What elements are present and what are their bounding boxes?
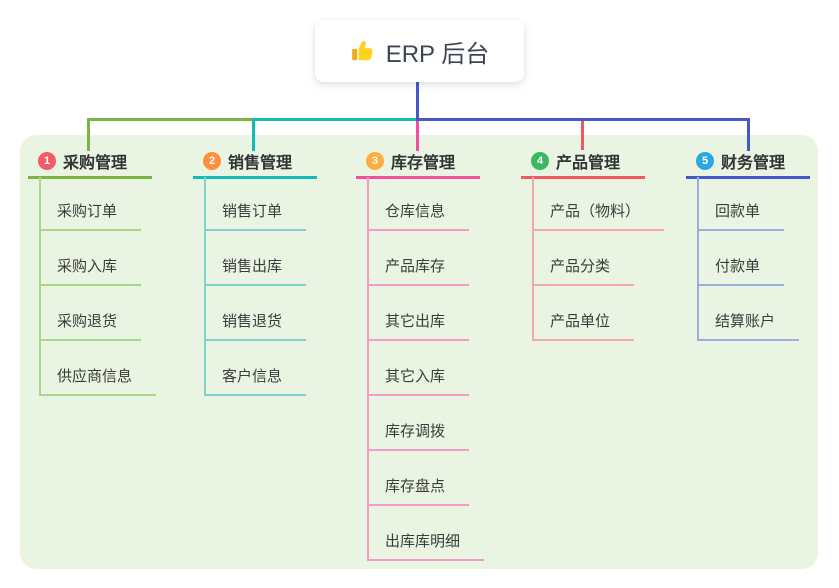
leaf-node[interactable]: 库存盘点 (367, 475, 470, 506)
root-title: ERP 后台 (385, 40, 490, 68)
leaf-node[interactable]: 其它入库 (367, 365, 470, 396)
root-node-erp[interactable]: ERP 后台 (315, 20, 524, 82)
branch-finance: 5 财务管理 回款单 付款单 结算账户 (686, 146, 810, 341)
leaf-node[interactable]: 仓库信息 (367, 200, 470, 231)
leaf-node[interactable]: 采购入库 (39, 255, 142, 286)
branches-panel (20, 135, 818, 569)
connector-drop-inventory (416, 120, 419, 151)
leaf-node[interactable]: 产品（物料） (532, 200, 665, 231)
badge-1: 1 (38, 152, 56, 170)
branch-node-purchase[interactable]: 1 采购管理 (28, 146, 152, 179)
branch-label: 财务管理 (721, 155, 786, 172)
branch-rail (697, 177, 699, 340)
connector-bus-blue (416, 118, 750, 121)
branch-node-product[interactable]: 4 产品管理 (521, 146, 645, 179)
connector-bus-teal (252, 118, 417, 121)
leaf-node[interactable]: 付款单 (697, 255, 785, 286)
leaf-node[interactable]: 销售出库 (204, 255, 307, 286)
leaf-node[interactable]: 其它出库 (367, 310, 470, 341)
branch-sales: 2 销售管理 销售订单 销售出库 销售退货 客户信息 (193, 146, 317, 396)
branch-rail (532, 177, 534, 340)
connector-drop-product (581, 120, 584, 150)
leaf-node[interactable]: 供应商信息 (39, 365, 157, 396)
badge-2: 2 (203, 152, 221, 170)
branch-label: 销售管理 (228, 155, 293, 172)
branch-node-inventory[interactable]: 3 库存管理 (356, 146, 480, 179)
leaf-node[interactable]: 客户信息 (204, 365, 307, 396)
leaf-node[interactable]: 库存调拨 (367, 420, 470, 451)
branch-label: 采购管理 (63, 155, 128, 172)
thumbs-up-icon (350, 38, 376, 64)
leaf-node[interactable]: 采购退货 (39, 310, 142, 341)
branch-inventory: 3 库存管理 仓库信息 产品库存 其它出库 其它入库 库存调拨 库存盘点 出库库… (356, 146, 485, 561)
badge-4: 4 (531, 152, 549, 170)
leaf-node[interactable]: 销售退货 (204, 310, 307, 341)
badge-5: 5 (696, 152, 714, 170)
branch-node-finance[interactable]: 5 财务管理 (686, 146, 810, 179)
leaf-node[interactable]: 产品分类 (532, 255, 635, 286)
leaf-node[interactable]: 采购订单 (39, 200, 142, 231)
leaf-node[interactable]: 出库库明细 (367, 530, 485, 561)
leaf-node[interactable]: 销售订单 (204, 200, 307, 231)
badge-3: 3 (366, 152, 384, 170)
branch-purchase: 1 采购管理 采购订单 采购入库 采购退货 供应商信息 (28, 146, 157, 396)
leaf-node[interactable]: 产品库存 (367, 255, 470, 286)
branch-label: 库存管理 (391, 155, 456, 172)
branch-rail (39, 177, 41, 395)
connector-drop-purchase (87, 118, 90, 151)
connector-root-stem (416, 82, 419, 119)
branch-label: 产品管理 (556, 155, 621, 172)
connector-bus-green (87, 118, 253, 121)
leaf-node[interactable]: 回款单 (697, 200, 785, 231)
branch-rail (204, 177, 206, 395)
connector-drop-finance (747, 118, 750, 151)
leaf-node[interactable]: 产品单位 (532, 310, 635, 341)
connector-drop-sales (252, 118, 255, 151)
branch-product: 4 产品管理 产品（物料） 产品分类 产品单位 (521, 146, 665, 341)
branch-rail (367, 177, 369, 560)
leaf-node[interactable]: 结算账户 (697, 310, 800, 341)
branch-node-sales[interactable]: 2 销售管理 (193, 146, 317, 179)
